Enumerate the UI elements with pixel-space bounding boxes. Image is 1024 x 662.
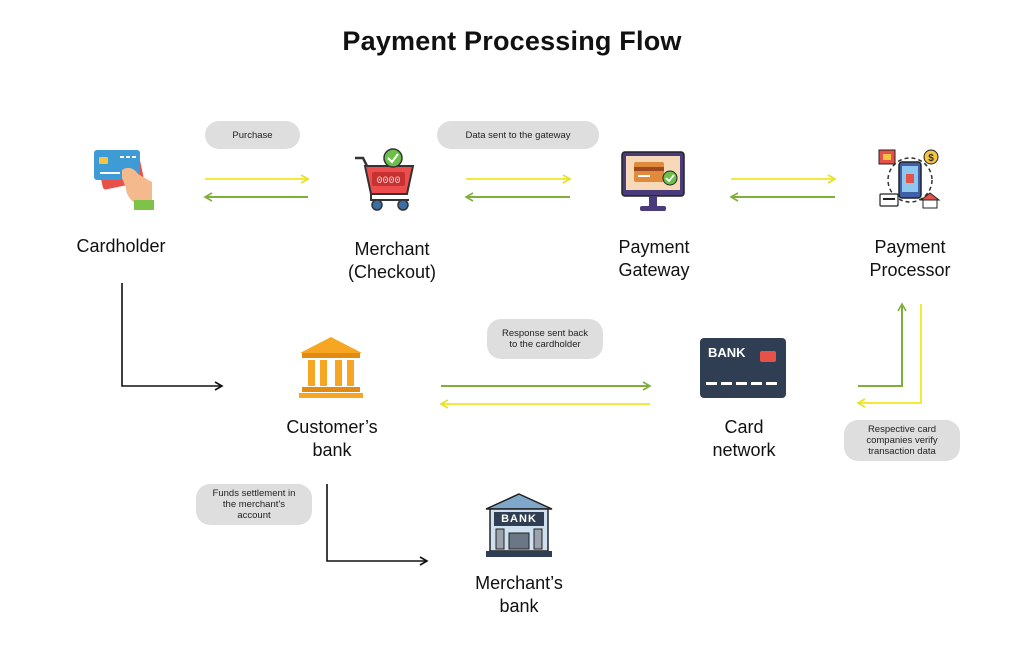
node-payment-gateway: Payment Gateway xyxy=(618,237,690,280)
credit-card-hand-icon xyxy=(94,150,154,210)
merchant-bank-sign-text: BANK xyxy=(501,513,537,525)
arrow-bank-to-merchant-bank xyxy=(326,484,429,566)
merchant-bank-icon xyxy=(485,493,553,557)
node-payment-processor: Payment Processor xyxy=(869,237,951,280)
shopping-cart-icon: 0000 xyxy=(355,148,415,211)
gateway-monitor-icon xyxy=(621,151,685,211)
arrow-cardholder-to-bank xyxy=(121,283,224,391)
node-card-network: Card network xyxy=(712,417,776,460)
step-settlement-pill: Funds settlement in the merchant’s accou… xyxy=(196,484,312,525)
step-verify-pill: Respective card companies verify transac… xyxy=(844,420,960,461)
page-title: Payment Processing Flow xyxy=(342,26,682,56)
node-customer-bank: Customer’s bank xyxy=(286,417,378,460)
card-chip xyxy=(760,351,776,362)
payment-processor-icon: $ xyxy=(878,149,941,209)
svg-text:$: $ xyxy=(928,153,934,164)
node-merchant-bank: Merchant’s bank xyxy=(475,573,563,616)
bank-card-icon: BANK xyxy=(700,338,786,398)
node-merchant: Merchant (Checkout) xyxy=(347,239,437,282)
svg-text:0000: 0000 xyxy=(376,176,400,187)
card-number-dashes xyxy=(706,382,780,385)
node-cardholder: Cardholder xyxy=(76,236,166,256)
card-bank-label: BANK xyxy=(708,345,746,360)
arrow-processor-to-network xyxy=(856,304,922,408)
bank-building-icon xyxy=(299,337,363,398)
arrow-network-to-processor xyxy=(858,302,907,387)
step-data-sent-pill: Data sent to the gateway xyxy=(437,121,599,149)
step-response-pill: Response sent back to the cardholder xyxy=(487,319,603,359)
step-purchase-pill: Purchase xyxy=(205,121,300,149)
